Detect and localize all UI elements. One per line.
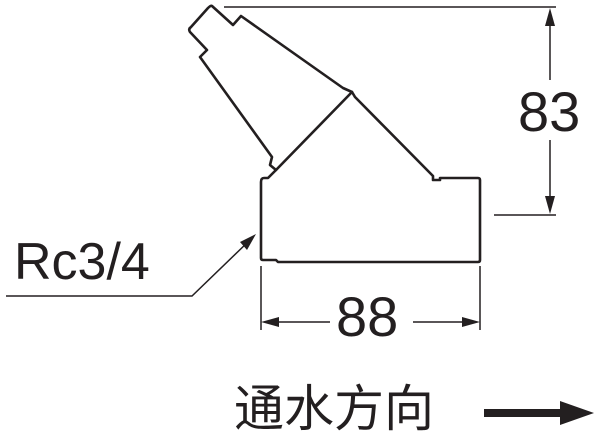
thread-leader bbox=[6, 234, 256, 297]
flow-direction-label: 通水方向 bbox=[234, 380, 434, 438]
fitting-outline bbox=[187, 4, 482, 264]
height-dimension-value: 83 bbox=[518, 80, 581, 143]
thread-size-label: Rc3/4 bbox=[14, 233, 150, 291]
arrowhead-down-icon bbox=[545, 196, 555, 214]
joint-line bbox=[274, 90, 354, 172]
arrowhead-left-icon bbox=[261, 317, 279, 327]
right-arrow-icon bbox=[484, 401, 594, 425]
height-dimension bbox=[224, 6, 556, 216]
arrowhead-up-icon bbox=[545, 8, 555, 26]
arrowhead-right-icon bbox=[462, 317, 480, 327]
width-dimension-value: 88 bbox=[336, 285, 399, 348]
width-dimension bbox=[260, 266, 481, 330]
